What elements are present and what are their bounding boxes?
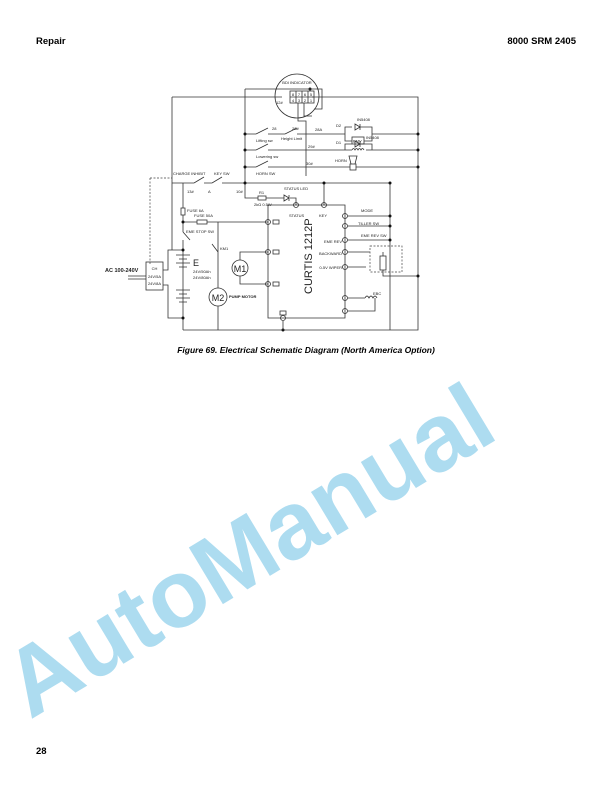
schematic-label: BDI INDICATOR [282,80,312,85]
schematic-label: D1 [336,140,342,145]
schematic-label: CURTIS 1212P [303,218,315,294]
schematic-label: 13# [187,189,194,194]
bdi-indicator: BDI INDICATOR 8 7 6 5 4 3 2 1 12# [245,73,323,176]
schematic-label: 0-5V WIPER [319,265,342,270]
schematic-label: HORN SW [256,171,276,176]
schematic-label: 29# [308,144,315,149]
schematic-label: TILLER SW [358,221,379,226]
schematic-label: KM1 [220,246,229,251]
schematic-label: A [208,189,211,194]
schematic-label: EMV [353,139,362,144]
schematic-label: 3 [298,98,301,103]
lifting-circuit: Lifting sw Height Limit 28 28# 28A D2 IN… [245,117,418,145]
schematic-label: Height Limit [281,136,303,141]
schematic-label: 6 [304,92,307,97]
schematic-label: M1 [234,264,247,274]
schematic-label: D2 [336,123,342,128]
schematic-label: 2kΩ 0.5W [254,202,272,207]
schematic-label: 24V/50Ah [193,269,211,274]
schematic-label: HORN [335,158,347,163]
schematic-label: 1 [310,98,313,103]
schematic-label: MODE [361,208,373,213]
schematic-label: 24V/8A [148,281,161,286]
schematic-label: STATUS [289,213,305,218]
schematic-label: R1 [259,190,265,195]
schematic-label: 8 [292,92,295,97]
lowering-circuit: Lowering sw 29# D1 IN5408 [245,135,418,159]
schematic-label: PUMP MOTOR [229,294,257,299]
schematic-label: 12# [276,100,283,105]
schematic-label: Lowering sw [256,154,278,159]
schematic-label: 7 [298,92,301,97]
section-header: Repair [36,36,66,47]
schematic-label: M2 [212,293,225,303]
schematic-label: 24V/80Ah [193,275,211,280]
schematic-label: IN5408 [357,117,371,122]
schematic-label: CHARGE INHIBIT [173,171,206,176]
schematic-label: 4 [292,98,295,103]
document-id: 8000 SRM 2405 [507,36,576,47]
schematic-label: CH [152,266,158,271]
schematic-label: 10# [236,189,243,194]
schematic-label: 28# [292,126,299,131]
schematic-label: EME REV SW [361,233,387,238]
schematic-label: KEY [319,213,327,218]
horn-circuit: HORN SW 30# HORN [245,155,418,176]
schematic-label: 24V/5A [148,274,161,279]
schematic-label: EME REV [324,239,342,244]
schematic-label: 28 [272,126,277,131]
schematic-label: EME STOP SW [186,229,214,234]
schematic-label: STATUS LED [284,186,308,191]
schematic-label: E [193,258,199,268]
schematic-label: EBC [373,291,381,296]
schematic-label: 5 [310,92,313,97]
schematic-label: Lifting sw [256,138,273,143]
power-circuit: FUSE 6A FUSE 50A EME STOP SW E 24V/50Ah … [105,183,285,332]
schematic-label: 28A [315,127,322,132]
page-number: 28 [36,746,47,757]
schematic-label: AC 100-240V [105,268,139,274]
figure-caption: Figure 69. Electrical Schematic Diagram … [177,345,435,355]
schematic-label: FUSE 50A [194,213,213,218]
schematic-label: KEY SW [214,171,230,176]
schematic-label: 30# [306,161,313,166]
curtis-controller: CURTIS 1212P MODE TILLER SW EME REV SW E… [265,202,420,330]
schematic-label: IN5408 [366,135,380,140]
frame-wires [171,96,419,331]
schematic-label: 2 [304,98,307,103]
schematic-label: BACKWARD [319,251,342,256]
schematic-label: FUSE 6A [187,208,204,213]
